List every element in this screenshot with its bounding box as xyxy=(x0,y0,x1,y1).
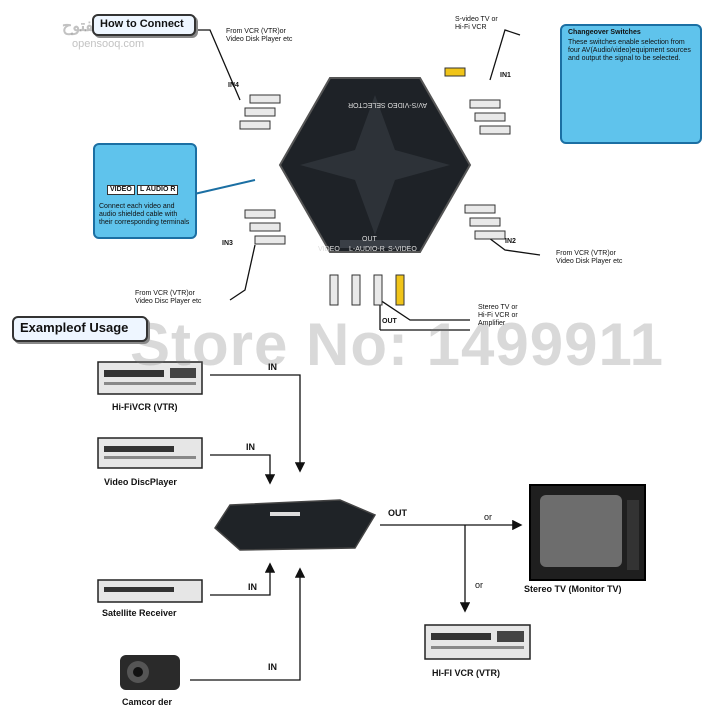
stereo-tv-output-caption: Stereo TV (Monitor TV) xyxy=(524,584,622,594)
out-label-usage: OUT xyxy=(388,508,407,518)
in-label-3: IN xyxy=(248,582,257,592)
hifi-vcr-caption: Hi-FiVCR (VTR) xyxy=(112,402,178,412)
in-label-4: IN xyxy=(268,662,277,672)
hub-video-label: VIDEO xyxy=(318,246,340,253)
svideo-tv-caption: S-video TV or Hi-Fi VCR xyxy=(455,16,498,31)
changeover-box: Changeover Switches These switches enabl… xyxy=(560,24,702,144)
audio-jack-label: L AUDIO R xyxy=(137,185,179,195)
example-usage-label: Exampleof Usage xyxy=(12,316,148,342)
camcorder-caption: Camcor der xyxy=(122,697,173,707)
hub-out-label: OUT xyxy=(362,236,377,243)
video-disc-caption: Video DiscPlayer xyxy=(104,477,177,487)
or-label-2: or xyxy=(475,580,484,590)
from-vcr-in2-caption: From VCR (VTR)or Video Disk Player etc xyxy=(556,250,623,265)
in-label-1: IN xyxy=(268,362,277,372)
in-label-2: IN xyxy=(246,442,255,452)
av-callout-box: VIDEO L AUDIO R Connect each video and a… xyxy=(93,143,197,239)
or-label-1: or xyxy=(484,512,493,522)
in1-label: IN1 xyxy=(500,72,511,79)
video-jack-label: VIDEO xyxy=(107,185,135,195)
stereo-tv-caption: Stereo TV or Hi-Fi VCR or Amplifier xyxy=(478,304,518,327)
in4-label: IN4 xyxy=(228,82,239,89)
hifi-vcr-output-caption: HI-FI VCR (VTR) xyxy=(432,668,500,678)
hub-audio-label: L-AUDIO-R xyxy=(349,246,385,253)
from-vcr-top-caption: From VCR (VTR)or Video Disk Player etc xyxy=(226,28,293,43)
out-label: OUT xyxy=(382,318,397,325)
changeover-title: Changeover Switches xyxy=(568,29,641,36)
satellite-caption: Satellite Receiver xyxy=(102,608,177,618)
opensooq-watermark-en: opensooq.com xyxy=(72,38,145,50)
from-vcr-in3-caption: From VCR (VTR)or Video Disc Player etc xyxy=(135,290,202,305)
how-to-connect-label: How to Connect xyxy=(92,14,196,36)
in3-label: IN3 xyxy=(222,240,233,247)
store-watermark: Store No: 1499911 xyxy=(130,311,664,378)
hub-top-label: AV/S-VIDEO SELECTOR xyxy=(348,101,428,108)
hub-svideo-label: S-VIDEO xyxy=(388,246,417,253)
in2-label: IN2 xyxy=(505,238,516,245)
av-callout-text: Connect each video and audio shielded ca… xyxy=(99,203,190,226)
changeover-text: These switches enable selection from fou… xyxy=(568,39,691,62)
